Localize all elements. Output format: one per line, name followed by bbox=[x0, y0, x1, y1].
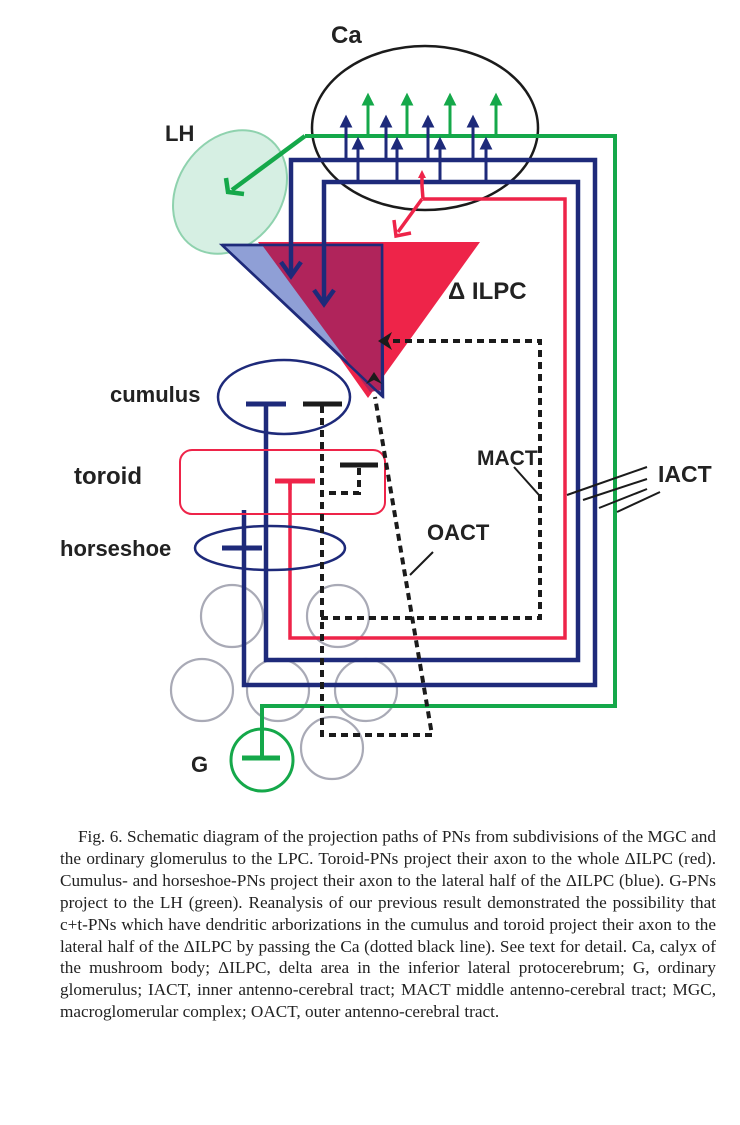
label-oact: OACT bbox=[427, 520, 490, 545]
dotted-tracts bbox=[320, 339, 542, 737]
g-glomerulus bbox=[229, 727, 295, 793]
label-ca: Ca bbox=[331, 22, 362, 49]
projection-diagram: Ca LH Δ ILPC cumulus toroid horseshoe MA… bbox=[60, 22, 712, 793]
label-g: G bbox=[191, 752, 208, 777]
dilpc-overlap bbox=[262, 245, 382, 392]
toroid-region bbox=[179, 449, 386, 515]
label-horseshoe: horseshoe bbox=[60, 536, 171, 561]
ca-calyx bbox=[310, 44, 540, 212]
red-tract bbox=[288, 197, 567, 640]
label-toroid: toroid bbox=[74, 463, 142, 490]
cumulus-region bbox=[216, 358, 352, 436]
caption-text: Fig. 6. Schematic diagram of the project… bbox=[60, 827, 716, 1022]
label-lh: LH bbox=[165, 121, 194, 146]
green-tract bbox=[260, 134, 617, 708]
blue-tract-outer bbox=[241, 157, 598, 688]
label-mact: MACT bbox=[477, 447, 538, 470]
label-cumulus: cumulus bbox=[110, 382, 200, 407]
figure-caption: Fig. 6. Schematic diagram of the project… bbox=[60, 826, 716, 1023]
glomeruli bbox=[169, 583, 399, 781]
blue-tract-inner bbox=[263, 179, 581, 663]
horseshoe-region bbox=[193, 524, 347, 572]
label-dilpc: Δ ILPC bbox=[448, 278, 527, 305]
label-iact: IACT bbox=[658, 461, 712, 487]
